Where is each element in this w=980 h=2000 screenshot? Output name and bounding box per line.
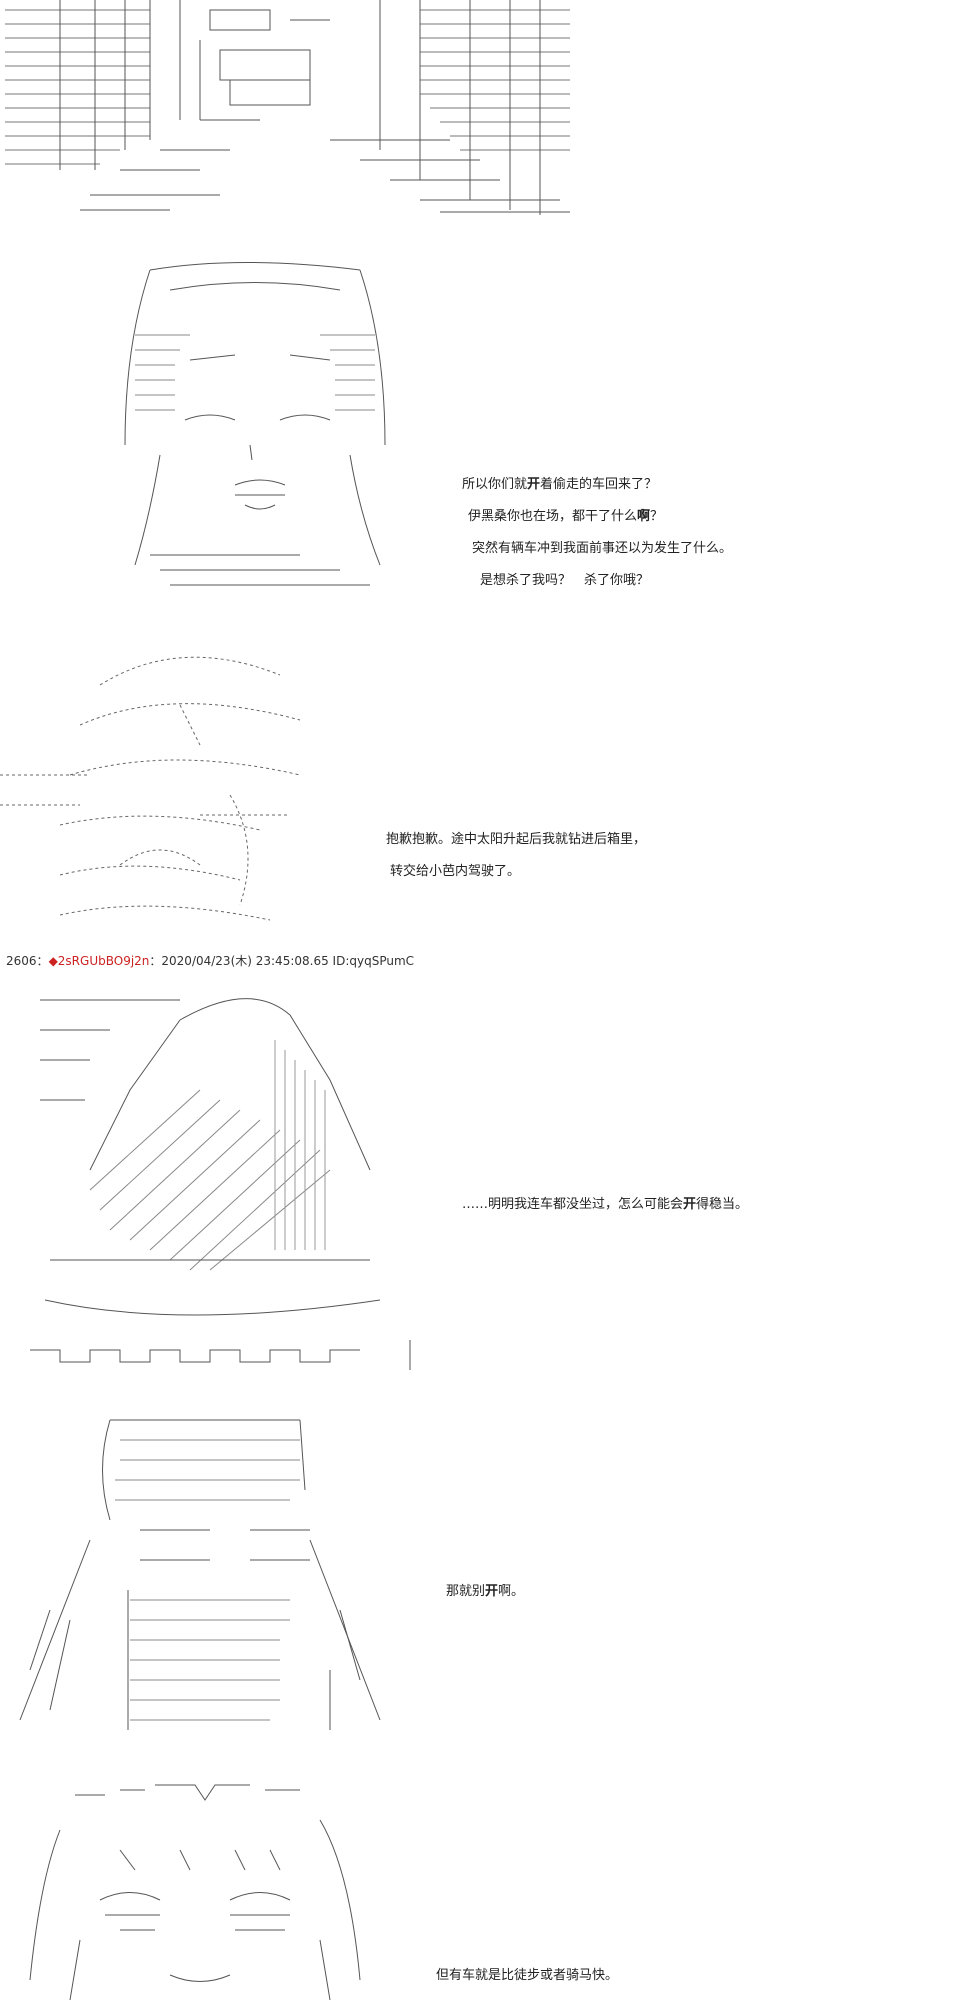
dialogue-line: 转交给小芭内驾驶了。	[390, 864, 521, 879]
dialogue-line: 但有车就是比徒步或者骑马快。	[436, 1968, 619, 1983]
robed-panel	[0, 1410, 580, 1740]
sketch-panel	[0, 625, 580, 935]
post-date: ：2020/04/23(木) 23:45:08.65 ID:qyqSPumC	[149, 954, 415, 968]
round-face-panel	[0, 1760, 580, 2000]
dialogue-line: ……明明我连车都没坐过，怎么可能会开得稳当。	[462, 1197, 749, 1212]
dialogue-line: 抱歉抱歉。途中太阳升起后我就钻进后箱里，	[386, 832, 647, 847]
post-number: 2606	[6, 954, 37, 968]
girl-face-panel	[0, 255, 580, 600]
dialogue-line: 那就别开啊。	[446, 1584, 525, 1599]
dialogue-line: 是想杀了我吗？ 杀了你哦？	[480, 573, 650, 588]
trip-code: 2sRGUbBO9j2n	[57, 954, 150, 968]
dialogue-line: 所以你们就开着偷走的车回来了？	[462, 477, 658, 492]
trip-diamond-icon: ◆	[48, 954, 58, 968]
hooded-panel	[0, 970, 580, 1380]
dialogue-line: 突然有辆车冲到我面前事还以为发生了什么。	[472, 541, 733, 556]
dialogue-line: 伊黑桑你也在场，都干了什么啊？	[468, 509, 664, 524]
building-panel	[0, 0, 580, 225]
post-header: 2606：◆2sRGUbBO9j2n：2020/04/23(木) 23:45:0…	[6, 954, 415, 968]
